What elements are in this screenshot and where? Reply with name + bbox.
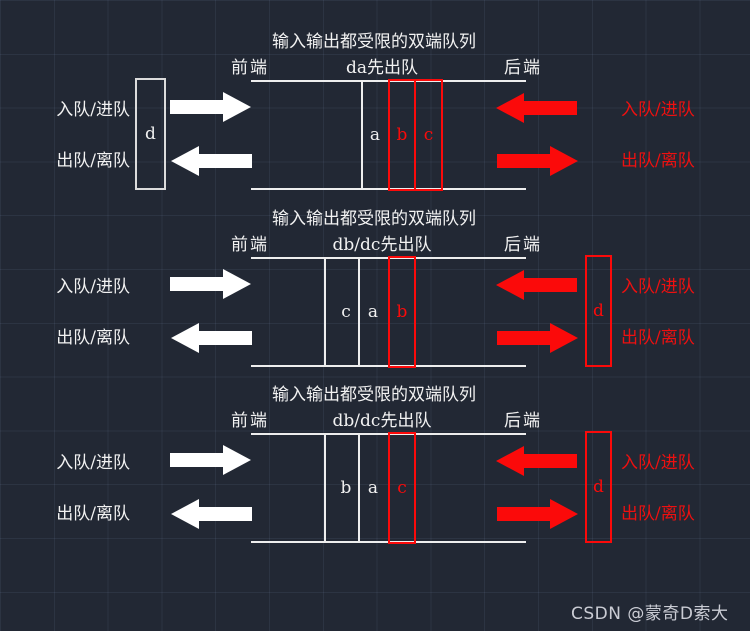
- queue-cell-letter: c: [423, 125, 434, 145]
- rear-dequeue-arrow-icon: [497, 146, 578, 176]
- front-end-label: 前端: [231, 235, 269, 255]
- rear-end-label: 后端: [504, 58, 542, 78]
- queue-cell-letter: a: [369, 125, 381, 145]
- front-end-label: 前端: [231, 58, 269, 78]
- rear-dequeue-arrow-icon: [497, 323, 578, 353]
- front-enqueue-label: 入队/进队: [56, 277, 130, 297]
- highlighted-cell: b: [388, 79, 416, 191]
- rear-enqueue-arrow-icon: [496, 93, 577, 123]
- queue-cell-letter: b: [396, 302, 408, 322]
- highlighted-cell: c: [414, 79, 443, 191]
- front-dequeue-label: 出队/离队: [56, 504, 130, 524]
- queue-cell-letter: a: [367, 302, 379, 322]
- rear-dequeue-label: 出队/离队: [621, 504, 695, 524]
- front-enqueue-label: 入队/进队: [56, 100, 130, 120]
- dequeue-order-caption: da先出队: [345, 58, 419, 78]
- front-dequeue-label: 出队/离队: [56, 328, 130, 348]
- rear-enqueue-label: 入队/进队: [621, 277, 695, 297]
- front-enqueue-arrow-icon: [170, 269, 251, 299]
- rear-dequeue-arrow-icon: [497, 499, 578, 529]
- front-end-label: 前端: [231, 411, 269, 431]
- deque-diagram-2: 输入输出都受限的双端队列 前端 db/dc先出队 后端 c a b d 入队/进…: [0, 178, 750, 378]
- deque-diagram-3: 输入输出都受限的双端队列 前端 db/dc先出队 后端 b a c d 入队/进…: [0, 354, 750, 554]
- queue-cell-letter: c: [341, 302, 351, 322]
- front-enqueue-arrow-icon: [170, 92, 251, 122]
- cell-divider: [358, 433, 360, 543]
- cell-divider: [361, 80, 363, 190]
- deque-diagram-1: 输入输出都受限的双端队列 前端 da先出队 后端 a b c d 入队/进队 出…: [0, 1, 750, 201]
- front-dequeue-arrow-icon: [171, 146, 252, 176]
- diagram-title: 输入输出都受限的双端队列: [272, 32, 476, 52]
- cell-divider: [324, 433, 326, 543]
- queue-cell-letter: b: [396, 125, 408, 145]
- diagram-title: 输入输出都受限的双端队列: [272, 209, 476, 229]
- cell-divider: [324, 257, 326, 367]
- rear-enqueue-arrow-icon: [496, 446, 577, 476]
- highlighted-cell: c: [388, 432, 416, 544]
- staging-letter: d: [145, 124, 156, 144]
- rear-enqueue-arrow-icon: [496, 270, 577, 300]
- rear-dequeue-label: 出队/离队: [621, 328, 695, 348]
- queue-cell-letter: a: [367, 478, 379, 498]
- rear-end-label: 后端: [504, 411, 542, 431]
- rear-dequeue-label: 出队/离队: [621, 151, 695, 171]
- staging-box-front: d: [135, 78, 166, 190]
- front-dequeue-label: 出队/离队: [56, 151, 130, 171]
- csdn-watermark: CSDN @蒙奇D索大: [571, 604, 729, 624]
- dequeue-order-caption: db/dc先出队: [332, 411, 432, 431]
- front-enqueue-arrow-icon: [170, 445, 251, 475]
- rear-enqueue-label: 入队/进队: [621, 453, 695, 473]
- queue-cell-letter: b: [340, 478, 352, 498]
- highlighted-cell: b: [388, 256, 416, 368]
- rear-end-label: 后端: [504, 235, 542, 255]
- diagram-title: 输入输出都受限的双端队列: [272, 385, 476, 405]
- staging-letter: d: [593, 301, 604, 321]
- front-dequeue-arrow-icon: [171, 323, 252, 353]
- front-enqueue-label: 入队/进队: [56, 453, 130, 473]
- queue-cell-letter: c: [397, 478, 407, 498]
- dequeue-order-caption: db/dc先出队: [332, 235, 432, 255]
- staging-box-rear: d: [585, 431, 612, 543]
- rear-enqueue-label: 入队/进队: [621, 100, 695, 120]
- staging-box-rear: d: [585, 255, 612, 367]
- front-dequeue-arrow-icon: [171, 499, 252, 529]
- cell-divider: [358, 257, 360, 367]
- staging-letter: d: [593, 477, 604, 497]
